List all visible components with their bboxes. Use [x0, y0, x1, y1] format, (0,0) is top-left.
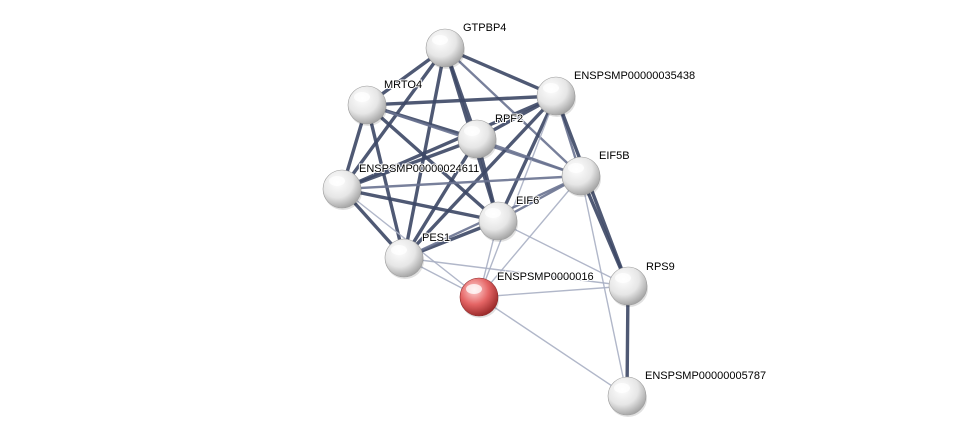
- edge-enspsmp00000024611-eif6[interactable]: [340, 187, 500, 223]
- edge-mrto4-enspsmp00000035438[interactable]: [365, 94, 558, 107]
- node-circle[interactable]: [561, 156, 601, 196]
- node-label: GTPBP4: [463, 22, 506, 34]
- edge-enspsmp00000035438-enspsmp0000016[interactable]: [478, 95, 557, 298]
- node-label: ENSPSMP00000035438: [574, 70, 695, 82]
- edge-enspsmp00000024611-eif5b[interactable]: [340, 174, 583, 191]
- node-label: ENSPSMP00000005787: [645, 370, 766, 382]
- node-label: EIF5B: [599, 150, 630, 162]
- node-label: ENSPSMP0000016: [497, 271, 594, 283]
- node-highlight: [615, 273, 631, 283]
- node-highlight: [614, 383, 630, 393]
- node-enspsmp00000024611[interactable]: ENSPSMP00000024611: [322, 162, 480, 210]
- node-highlight: [329, 176, 345, 186]
- node-circle[interactable]: [478, 201, 518, 241]
- node-enspsmp00000035438[interactable]: ENSPSMP00000035438: [536, 69, 696, 117]
- edge-gtpbp4-enspsmp00000024611[interactable]: [340, 46, 447, 191]
- node-highlight: [464, 126, 480, 136]
- node-rps9[interactable]: RPS9: [608, 260, 676, 307]
- node-highlight: [391, 245, 407, 255]
- edge-eif5b-rps9[interactable]: [579, 174, 630, 288]
- node-circle[interactable]: [459, 277, 499, 317]
- node-enspsmp00000005787[interactable]: ENSPSMP00000005787: [607, 369, 767, 417]
- node-highlight: [543, 83, 559, 93]
- edge-eif5b-enspsmp00000005787[interactable]: [580, 175, 628, 397]
- edge-gtpbp4-enspsmp00000035438[interactable]: [443, 46, 558, 98]
- node-highlight: [354, 92, 370, 102]
- node-highlight: [485, 208, 501, 218]
- node-highlight: [432, 35, 448, 45]
- edge-rpf2-pes1[interactable]: [402, 137, 479, 260]
- edge-gtpbp4-eif5b[interactable]: [443, 46, 583, 178]
- edge-rpf2-enspsmp00000024611[interactable]: [340, 137, 479, 191]
- node-circle[interactable]: [607, 376, 647, 416]
- node-highlight: [466, 284, 482, 294]
- node-circle[interactable]: [384, 238, 424, 278]
- node-label: RPS9: [646, 261, 675, 273]
- edge-eif6-rps9[interactable]: [497, 220, 629, 287]
- edge-enspsmp0000016-enspsmp00000005787[interactable]: [478, 296, 628, 397]
- node-rpf2[interactable]: RPF2: [457, 112, 524, 160]
- node-circle[interactable]: [425, 28, 465, 68]
- edge-enspsmp0000016-rps9[interactable]: [478, 285, 629, 298]
- node-eif6[interactable]: EIF6: [478, 194, 540, 242]
- edge-mrto4-eif6[interactable]: [365, 103, 500, 223]
- node-circle[interactable]: [322, 169, 362, 209]
- node-circle[interactable]: [457, 119, 497, 159]
- edge-enspsmp00000035438-enspsmp00000024611[interactable]: [340, 94, 558, 191]
- edge-enspsmp00000035438-eif6[interactable]: [496, 94, 558, 223]
- node-eif5b[interactable]: EIF5B: [561, 149, 631, 197]
- node-label: EIF6: [516, 195, 539, 207]
- node-gtpbp4[interactable]: GTPBP4: [425, 21, 507, 69]
- node-circle[interactable]: [347, 85, 387, 125]
- node-label: RPF2: [495, 113, 523, 125]
- node-label: PES1: [422, 232, 450, 244]
- node-enspsmp0000016[interactable]: ENSPSMP0000016: [459, 270, 595, 318]
- node-pes1[interactable]: PES1: [384, 231, 451, 279]
- edge-enspsmp00000035438-pes1[interactable]: [402, 94, 558, 260]
- node-circle[interactable]: [536, 76, 576, 116]
- edge-pes1-rps9[interactable]: [403, 257, 629, 287]
- node-label: ENSPSMP00000024611: [359, 163, 479, 175]
- node-label: MRTO4: [384, 79, 422, 91]
- node-highlight: [568, 163, 584, 173]
- node-mrto4[interactable]: MRTO4: [347, 78, 423, 126]
- edge-eif5b-enspsmp0000016[interactable]: [478, 175, 582, 298]
- node-circle[interactable]: [608, 266, 648, 306]
